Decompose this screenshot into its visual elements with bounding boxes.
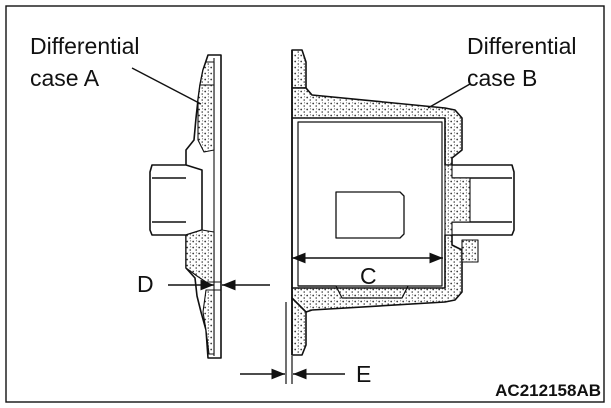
differential-case-b <box>291 49 515 356</box>
leader-line-case-a <box>131 67 202 105</box>
case-a-label-line-1: Differential <box>30 33 140 59</box>
differential-case-a <box>149 54 222 359</box>
dimension-e <box>240 302 345 384</box>
leader-line-case-b <box>427 83 471 109</box>
dimension-d-label: D <box>137 271 154 297</box>
dimension-e-label: E <box>356 361 371 387</box>
figure-code: AC212158AB <box>495 381 601 400</box>
case-b-label-line-1: Differential <box>467 33 577 59</box>
case-b-label-line-2: case B <box>467 65 537 91</box>
figure-frame <box>5 5 605 403</box>
dimension-c-label: C <box>360 263 377 289</box>
case-a-label-line-2: case A <box>30 65 100 91</box>
